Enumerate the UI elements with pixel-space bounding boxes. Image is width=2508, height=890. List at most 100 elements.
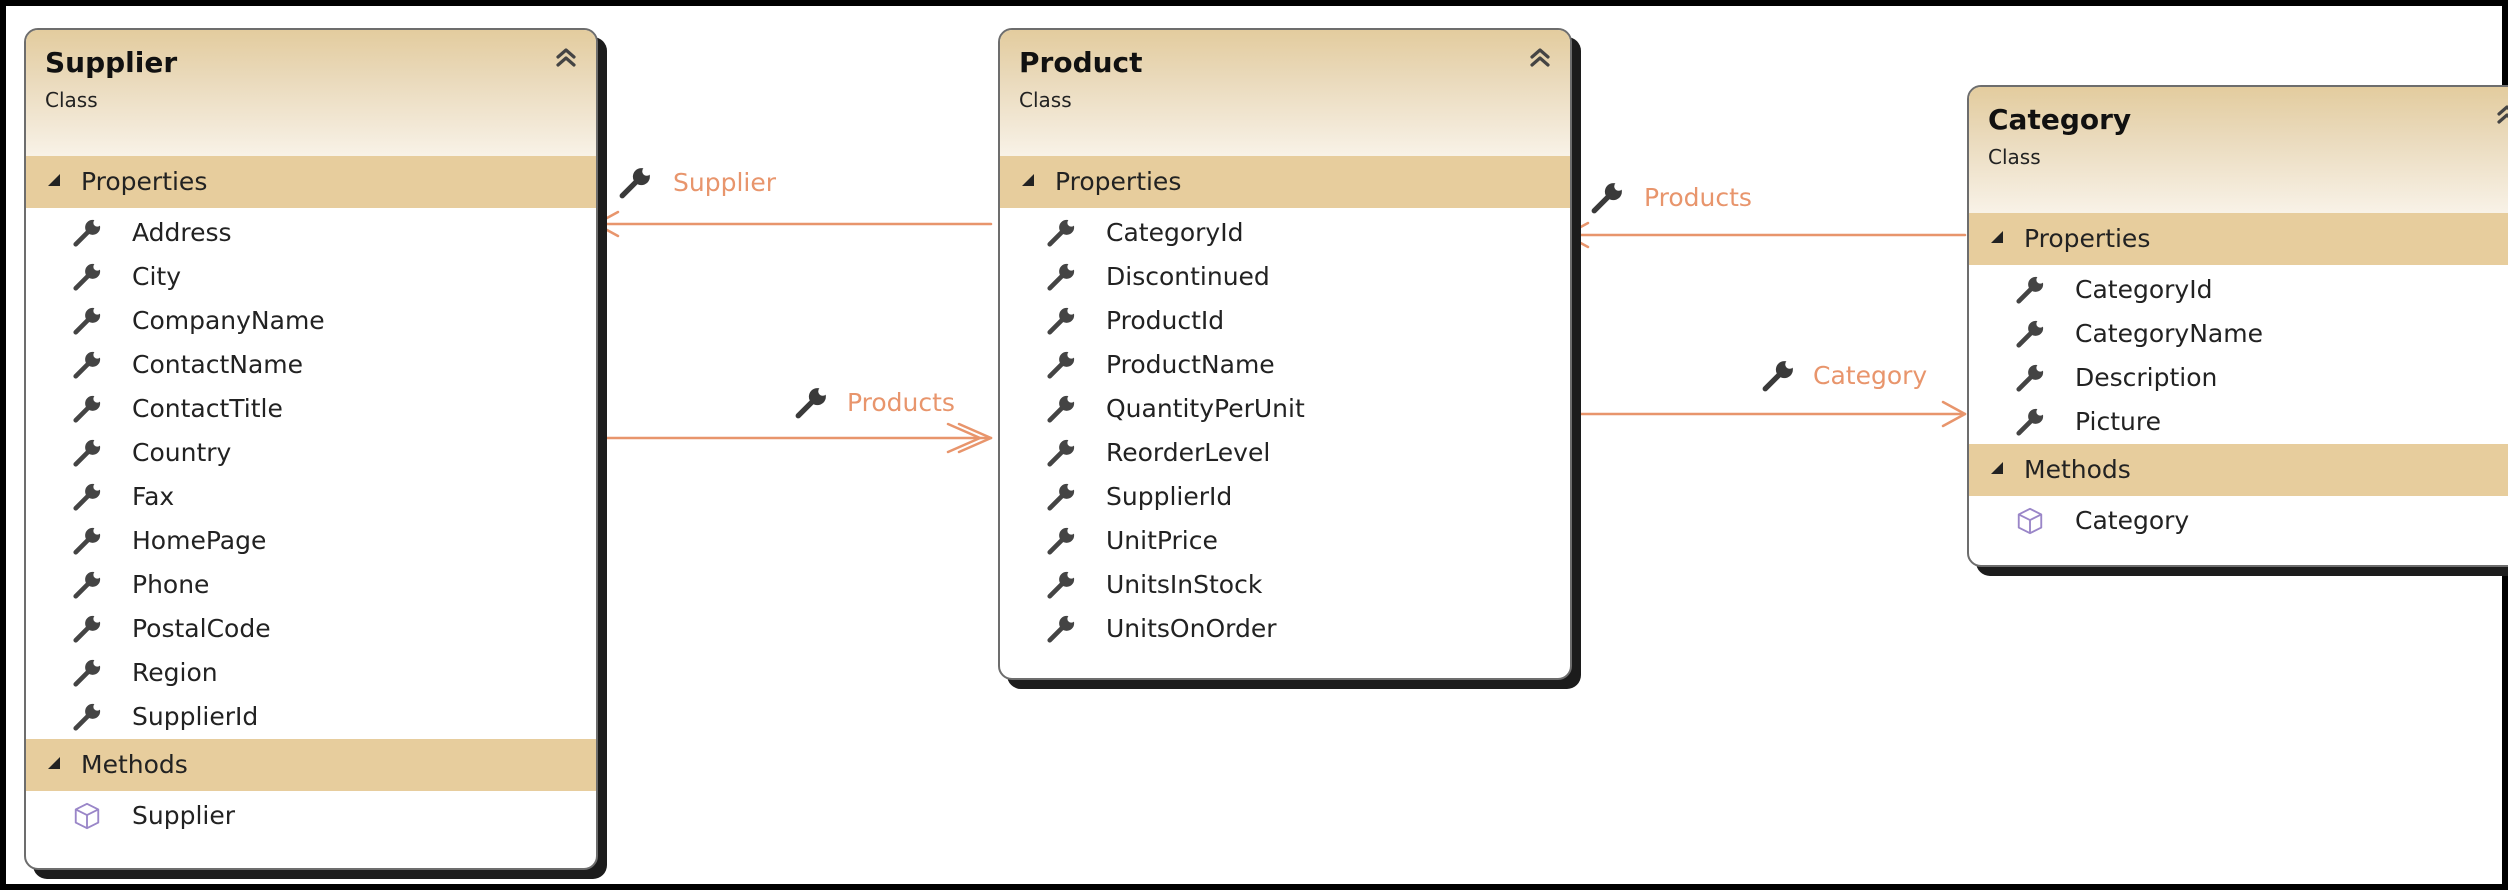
wrench-icon: [2015, 363, 2045, 393]
property-item[interactable]: Country: [26, 431, 596, 475]
wrench-icon: [72, 702, 102, 732]
property-item[interactable]: Region: [26, 651, 596, 695]
class-header[interactable]: Category Class: [1969, 87, 2508, 213]
methods-section-header[interactable]: Methods: [26, 739, 596, 791]
property-item[interactable]: CategoryName: [1969, 312, 2508, 356]
property-item[interactable]: QuantityPerUnit: [1000, 387, 1570, 431]
class-box-category[interactable]: Category Class Properties CategoryId Cat…: [1967, 85, 2508, 567]
property-label: PostalCode: [132, 614, 271, 643]
property-label: Fax: [132, 482, 175, 511]
expand-triangle-icon[interactable]: [1991, 231, 2003, 243]
wrench-icon: [72, 306, 102, 336]
property-item[interactable]: Address: [26, 211, 596, 255]
wrench-icon: [1046, 262, 1076, 292]
wrench-icon: [72, 350, 102, 380]
wrench-icon: [72, 262, 102, 292]
properties-section-header[interactable]: Properties: [1000, 156, 1570, 208]
association-label-supplier-products[interactable]: Products: [847, 388, 955, 417]
section-label: Properties: [2024, 224, 2151, 253]
wrench-icon: [1046, 350, 1076, 380]
wrench-icon: [1046, 394, 1076, 424]
cube-icon: [2015, 506, 2045, 536]
property-label: UnitPrice: [1106, 526, 1218, 555]
property-item[interactable]: SupplierId: [1000, 475, 1570, 519]
property-label: Description: [2075, 363, 2218, 392]
property-item[interactable]: CategoryId: [1000, 211, 1570, 255]
property-item[interactable]: Discontinued: [1000, 255, 1570, 299]
property-label: Region: [132, 658, 218, 687]
property-label: ProductId: [1106, 306, 1225, 335]
expand-triangle-icon[interactable]: [1991, 462, 2003, 474]
property-item[interactable]: City: [26, 255, 596, 299]
property-label: SupplierId: [132, 702, 259, 731]
double-chevron-up-icon[interactable]: [1526, 44, 1554, 72]
wrench-icon: [2015, 407, 2045, 437]
wrench-icon: [72, 394, 102, 424]
association-wrench-icon: [794, 386, 828, 420]
wrench-icon: [72, 482, 102, 512]
arrowhead-category: [1941, 400, 1967, 428]
section-label: Properties: [1055, 167, 1182, 196]
property-item[interactable]: ProductName: [1000, 343, 1570, 387]
property-item[interactable]: CompanyName: [26, 299, 596, 343]
property-item[interactable]: ProductId: [1000, 299, 1570, 343]
method-label: Supplier: [132, 801, 236, 830]
association-label-category[interactable]: Category: [1813, 361, 1928, 390]
property-item[interactable]: CategoryId: [1969, 268, 2508, 312]
wrench-icon: [72, 526, 102, 556]
property-item[interactable]: ReorderLevel: [1000, 431, 1570, 475]
property-item[interactable]: Description: [1969, 356, 2508, 400]
section-label: Methods: [2024, 455, 2131, 484]
wrench-icon: [1046, 306, 1076, 336]
property-item[interactable]: Fax: [26, 475, 596, 519]
method-item[interactable]: Category: [1969, 499, 2508, 543]
properties-section-header[interactable]: Properties: [1969, 213, 2508, 265]
expand-triangle-icon[interactable]: [48, 757, 60, 769]
section-label: Methods: [81, 750, 188, 779]
class-name: Supplier: [45, 46, 178, 79]
methods-section-header[interactable]: Methods: [1969, 444, 2508, 496]
expand-triangle-icon[interactable]: [48, 174, 60, 186]
double-chevron-up-icon[interactable]: [2493, 101, 2508, 129]
wrench-icon: [1046, 482, 1076, 512]
class-header[interactable]: Product Class: [1000, 30, 1570, 156]
class-name: Category: [1988, 103, 2132, 136]
property-label: UnitsInStock: [1106, 570, 1263, 599]
property-item[interactable]: Phone: [26, 563, 596, 607]
section-label: Properties: [81, 167, 208, 196]
property-label: CategoryId: [1106, 218, 1244, 247]
property-item[interactable]: ContactName: [26, 343, 596, 387]
association-label-category-products[interactable]: Products: [1644, 183, 1752, 212]
properties-section-header[interactable]: Properties: [26, 156, 596, 208]
class-box-supplier[interactable]: Supplier Class Properties Address City C…: [24, 28, 598, 870]
property-label: ReorderLevel: [1106, 438, 1271, 467]
property-label: UnitsOnOrder: [1106, 614, 1277, 643]
property-item[interactable]: PostalCode: [26, 607, 596, 651]
property-item[interactable]: Picture: [1969, 400, 2508, 444]
association-wrench-icon: [618, 166, 652, 200]
class-box-product[interactable]: Product Class Properties CategoryId Disc…: [998, 28, 1572, 680]
class-kind: Class: [1019, 88, 1072, 112]
class-header[interactable]: Supplier Class: [26, 30, 596, 156]
method-item[interactable]: Supplier: [26, 794, 596, 838]
property-label: Phone: [132, 570, 210, 599]
wrench-icon: [1046, 438, 1076, 468]
double-chevron-up-icon[interactable]: [552, 44, 580, 72]
wrench-icon: [1046, 526, 1076, 556]
property-label: Country: [132, 438, 232, 467]
property-item[interactable]: ContactTitle: [26, 387, 596, 431]
cube-icon: [72, 801, 102, 831]
expand-triangle-icon[interactable]: [1022, 174, 1034, 186]
property-item[interactable]: SupplierId: [26, 695, 596, 739]
property-item[interactable]: UnitPrice: [1000, 519, 1570, 563]
wrench-icon: [72, 614, 102, 644]
property-item[interactable]: HomePage: [26, 519, 596, 563]
association-label-supplier[interactable]: Supplier: [673, 168, 777, 197]
class-kind: Class: [1988, 145, 2041, 169]
property-item[interactable]: UnitsOnOrder: [1000, 607, 1570, 651]
property-label: ProductName: [1106, 350, 1275, 379]
method-label: Category: [2075, 506, 2190, 535]
arrowhead-supplier-products-2: [946, 422, 982, 454]
property-label: ContactTitle: [132, 394, 283, 423]
property-item[interactable]: UnitsInStock: [1000, 563, 1570, 607]
